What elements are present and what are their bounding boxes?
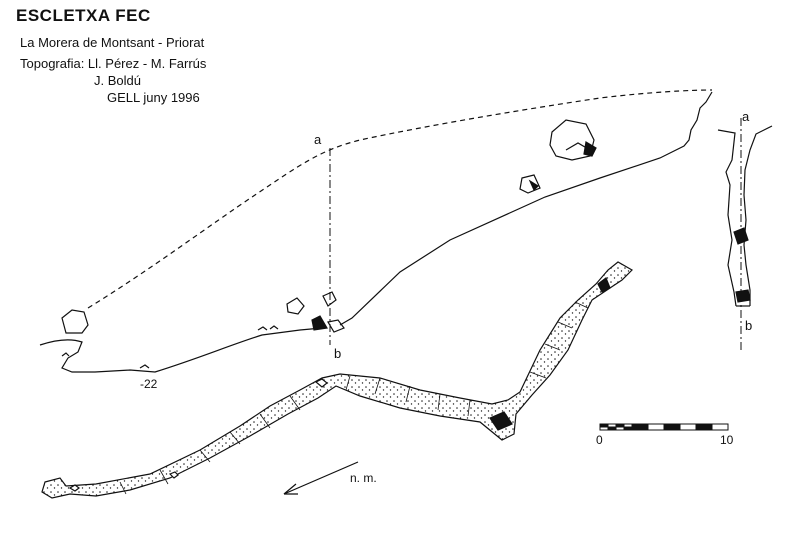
section-marker-b: b xyxy=(334,346,341,361)
boulder-large-shade xyxy=(583,141,597,157)
north-arrow xyxy=(283,461,359,495)
cave-ceiling-line xyxy=(339,91,713,326)
longitudinal-section xyxy=(39,89,713,373)
boulder-small xyxy=(519,174,541,194)
plan-blocks xyxy=(68,378,328,492)
scale-label-start: 0 xyxy=(596,433,603,447)
section-rock-3 xyxy=(311,315,328,331)
plan-station-lines xyxy=(119,301,589,495)
cross-section-ab xyxy=(717,118,773,350)
plan-passage-outline xyxy=(41,261,633,499)
north-label: n. m. xyxy=(350,471,377,485)
cross-section-marker-a: a xyxy=(742,109,750,124)
section-rock-1 xyxy=(286,297,305,315)
surface-dashed-line xyxy=(87,89,713,309)
survey-authors-line2: J. Boldú xyxy=(94,73,141,88)
location-text: La Morera de Montsant - Priorat xyxy=(20,35,205,50)
plan-view xyxy=(41,261,633,499)
cross-section-marker-b: b xyxy=(745,318,752,333)
scale-label-end: 10 xyxy=(720,433,734,447)
cross-section-right-wall xyxy=(743,125,773,306)
depth-label: -22 xyxy=(140,377,158,391)
section-marker-a: a xyxy=(314,132,322,147)
cross-section-left-wall xyxy=(717,129,737,307)
scale-bar xyxy=(599,423,729,431)
section-rock-2 xyxy=(322,291,337,307)
boulder-small-shade xyxy=(528,179,539,192)
cave-floor-line xyxy=(39,327,323,373)
plan-blocks-shaded xyxy=(489,277,611,431)
section-rock-4 xyxy=(327,319,345,333)
cross-section-block-2 xyxy=(735,289,751,303)
survey-authors-line1: Topografia: Ll. Pérez - M. Farrús xyxy=(20,56,207,71)
entrance-block xyxy=(61,309,89,334)
floor-pebbles xyxy=(61,325,279,369)
group-date-text: GELL juny 1996 xyxy=(107,90,200,105)
drawing-title: ESCLETXA FEC xyxy=(16,6,151,25)
